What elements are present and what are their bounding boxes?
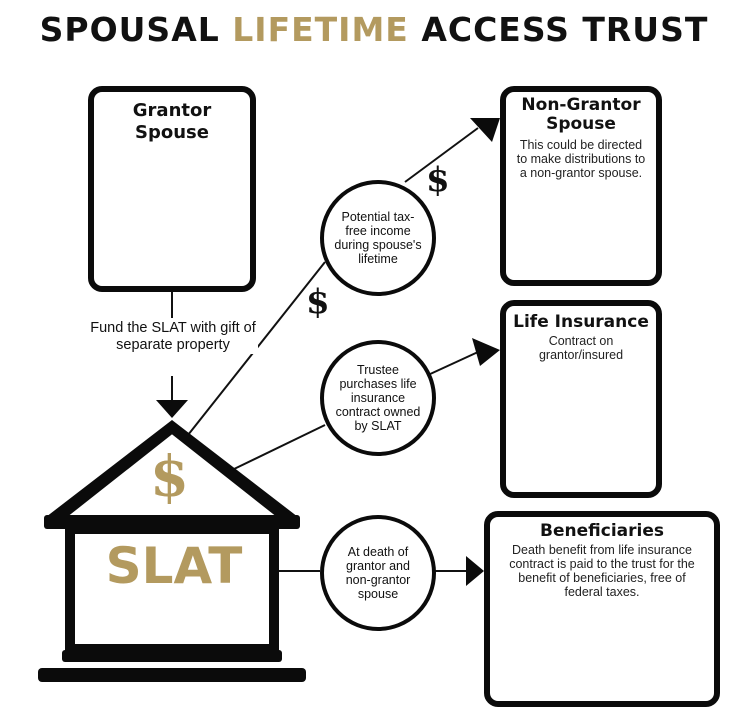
life-insurance-arrow xyxy=(472,338,500,366)
income-text: Potential tax-free income during spouse'… xyxy=(334,210,422,266)
non-grantor-spouse-box: Non-Grantor Spouse This could be directe… xyxy=(500,86,662,286)
life-insurance-title: Life Insurance xyxy=(513,312,649,332)
trustee-text: Trustee purchases life insurance contrac… xyxy=(335,363,421,433)
fund-slat-label: Fund the SLAT with gift of separate prop… xyxy=(88,320,258,354)
grantor-title-line-1: Grantor xyxy=(132,100,212,121)
beneficiaries-desc: Death benefit from life insurance contra… xyxy=(509,543,695,599)
slat-dollar-symbol: $ xyxy=(150,444,189,510)
beneficiaries-arrow xyxy=(466,556,484,586)
life-insurance-box: Life Insurance Contract on grantor/insur… xyxy=(500,300,662,498)
non-grantor-arrow xyxy=(470,118,500,142)
non-grantor-title: Non-Grantor Spouse xyxy=(521,95,641,134)
trustee-circle: Trustee purchases life insurance contrac… xyxy=(320,340,436,456)
death-text: At death of grantor and non-grantor spou… xyxy=(345,545,411,601)
page-title: SPOUSAL LIFETIME ACCESS TRUST xyxy=(0,10,748,49)
beneficiaries-box: Beneficiaries Death benefit from life in… xyxy=(484,511,720,707)
life-insurance-desc: Contract on grantor/insured xyxy=(538,334,624,362)
non-grantor-desc: This could be directed to make distribut… xyxy=(516,138,646,180)
dollar-sign-upper: $ xyxy=(426,160,450,200)
grantor-spouse-box: Grantor Spouse xyxy=(88,86,256,292)
death-circle: At death of grantor and non-grantor spou… xyxy=(320,515,436,631)
dollar-sign-lower: $ xyxy=(306,282,330,322)
beneficiaries-title: Beneficiaries xyxy=(540,521,664,541)
income-circle: Potential tax-free income during spouse'… xyxy=(320,180,436,296)
slat-label: SLAT xyxy=(105,537,243,595)
title-part-3: ACCESS TRUST xyxy=(408,10,709,49)
slat-building-icon xyxy=(38,420,306,682)
trustee-line-lower xyxy=(231,424,326,471)
title-part-1: SPOUSAL xyxy=(39,10,233,49)
title-accent: LIFETIME xyxy=(232,10,409,49)
trustee-line-upper xyxy=(427,351,479,376)
fund-arrow-down xyxy=(156,400,188,418)
income-line-upper xyxy=(404,127,479,183)
grantor-title-line-2: Spouse xyxy=(135,122,209,143)
